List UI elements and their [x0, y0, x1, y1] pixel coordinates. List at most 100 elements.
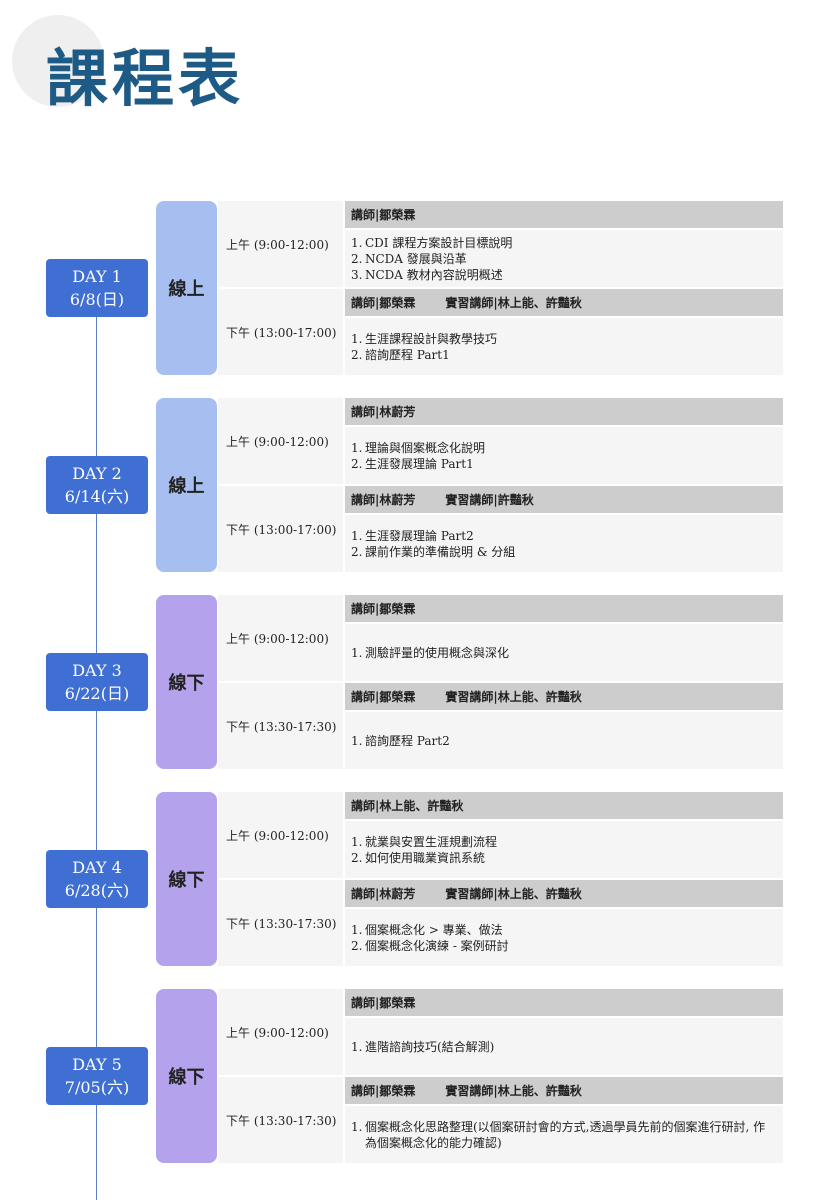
day-label: DAY 2: [72, 464, 122, 483]
instructor-name: 講師|林蔚芳: [351, 493, 416, 507]
session-time: 下午 (13:30-17:30): [218, 1077, 343, 1163]
day-date: 6/14(六): [64, 487, 130, 506]
instructor-name: 講師|林蔚芳: [351, 887, 416, 901]
mode-badge: 線下: [156, 792, 217, 966]
topic-item: 2.生涯發展理論 Part1: [351, 456, 777, 472]
instructor-bar: 講師|鄒榮霖: [345, 989, 783, 1016]
mode-badge: 線上: [156, 201, 217, 375]
topic-text: 課前作業的準備說明 & 分組: [365, 544, 516, 559]
instructor-bar: 講師|鄒榮霖 實習講師|林上能、許豔秋: [345, 683, 783, 710]
topic-item: 1.就業與安置生涯規劃流程: [351, 834, 777, 850]
topic-number: 1.: [351, 440, 363, 455]
topic-text: 測驗評量的使用概念與深化: [365, 645, 510, 660]
assistant-instructor-name: 實習講師|林上能、許豔秋: [445, 296, 582, 310]
instructor-name: 講師|鄒榮霖: [351, 996, 416, 1010]
instructor-name: 講師|鄒榮霖: [351, 208, 416, 222]
topic-number: 2.: [351, 938, 363, 953]
topic-text: 理論與個案概念化說明: [365, 440, 486, 455]
session-time: 下午 (13:30-17:30): [218, 683, 343, 769]
topic-text: NCDA 教材內容說明概述: [365, 267, 503, 282]
assistant-instructor-name: 實習講師|許豔秋: [445, 493, 534, 507]
day-label: DAY 3: [72, 661, 122, 680]
day-date: 6/8(日): [69, 290, 125, 309]
mode-badge: 線上: [156, 398, 217, 572]
instructor-bar: 講師|林蔚芳 實習講師|許豔秋: [345, 486, 783, 513]
day-badge: DAY 1 6/8(日): [46, 259, 148, 317]
page-title: 課程表: [46, 42, 245, 115]
session-time: 上午 (9:00-12:00): [218, 792, 343, 878]
topic-text: 個案概念化思路整理(以個案研討會的方式,透過學員先前的個案進行研討, 作為個案概…: [365, 1119, 766, 1150]
topic-text: 生涯發展理論 Part2: [365, 528, 474, 543]
instructor-name: 講師|鄒榮霖: [351, 602, 416, 616]
instructor-name: 講師|鄒榮霖: [351, 1084, 416, 1098]
topic-item: 1.理論與個案概念化說明: [351, 440, 777, 456]
assistant-instructor-name: 實習講師|林上能、許豔秋: [445, 887, 582, 901]
topic-text: NCDA 發展與沿革: [365, 251, 467, 266]
topic-text: 進階諮詢技巧(結合解測): [365, 1039, 495, 1054]
topic-item: 1.個案概念化 > 專業、做法: [351, 922, 777, 938]
session-content: 講師|鄒榮霖 1.進階諮詢技巧(結合解測): [345, 989, 783, 1075]
topic-text: 個案概念化演練 - 案例研討: [365, 938, 509, 953]
topic-text: 諮詢歷程 Part2: [365, 733, 450, 748]
day-label: DAY 1: [72, 267, 122, 286]
assistant-instructor-name: 實習講師|林上能、許豔秋: [445, 690, 582, 704]
instructor-bar: 講師|鄒榮霖: [345, 595, 783, 622]
topic-text: 如何使用職業資訊系統: [365, 850, 486, 865]
instructor-bar: 講師|鄒榮霖實習講師|林上能、許豔秋: [345, 1077, 783, 1104]
topic-item: 1.CDI 課程方案設計目標說明: [351, 235, 777, 251]
topic-number: 1.: [351, 733, 363, 748]
instructor-bar: 講師|鄒榮霖實習講師|林上能、許豔秋: [345, 289, 783, 316]
topic-item: 1.進階諮詢技巧(結合解測): [351, 1039, 777, 1055]
afternoon-session: 下午 (13:30-17:30) 講師|林蔚芳 實習講師|林上能、許豔秋 1.個案概念…: [218, 880, 783, 966]
topic-list: 1.進階諮詢技巧(結合解測): [345, 1018, 783, 1075]
topic-number: 1.: [351, 235, 363, 250]
session-time: 上午 (9:00-12:00): [218, 989, 343, 1075]
session-time: 下午 (13:30-17:30): [218, 880, 343, 966]
instructor-bar: 講師|林上能、許豔秋: [345, 792, 783, 819]
topic-item: 1.生涯發展理論 Part2: [351, 528, 777, 544]
topic-item: 3.NCDA 教材內容說明概述: [351, 267, 777, 283]
instructor-name: 講師|鄒榮霖: [351, 690, 416, 704]
day-label: DAY 5: [72, 1055, 122, 1074]
topic-text: 就業與安置生涯規劃流程: [365, 834, 498, 849]
instructor-bar: 講師|鄒榮霖: [345, 201, 783, 228]
topic-number: 2.: [351, 347, 363, 362]
session-time: 上午 (9:00-12:00): [218, 595, 343, 681]
timeline-line: [96, 300, 97, 1200]
topic-number: 1.: [351, 922, 363, 937]
mode-badge: 線下: [156, 989, 217, 1163]
topic-item: 1.生涯課程設計與教學技巧: [351, 331, 777, 347]
session-content: 講師|鄒榮霖 實習講師|林上能、許豔秋 1.諮詢歷程 Part2: [345, 683, 783, 769]
topic-number: 2.: [351, 544, 363, 559]
mode-badge: 線下: [156, 595, 217, 769]
topic-text: CDI 課程方案設計目標說明: [365, 235, 513, 250]
topic-number: 2.: [351, 456, 363, 471]
topic-number: 1.: [351, 834, 363, 849]
topic-text: 個案概念化 > 專業、做法: [365, 922, 503, 937]
topic-text: 諮詢歷程 Part1: [365, 347, 450, 362]
topic-item: 2.如何使用職業資訊系統: [351, 850, 777, 866]
afternoon-session: 下午 (13:30-17:30) 講師|鄒榮霖 實習講師|林上能、許豔秋 1.諮詢歷程…: [218, 683, 783, 769]
topic-item: 2.NCDA 發展與沿革: [351, 251, 777, 267]
